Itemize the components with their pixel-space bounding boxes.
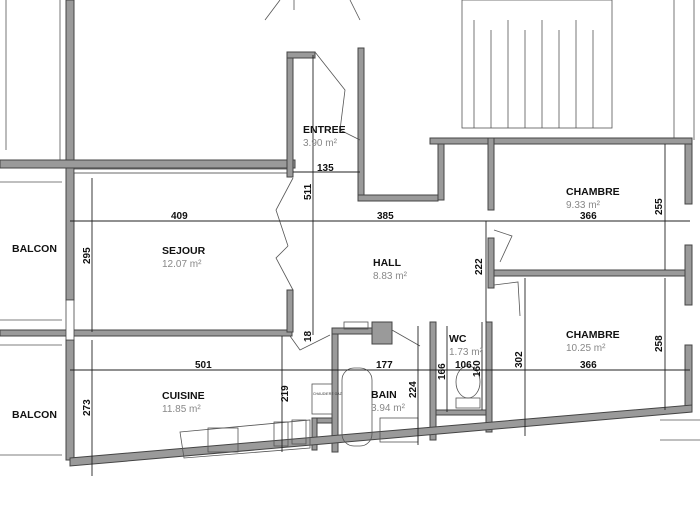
dim-135: 135 [317, 163, 334, 174]
room-cuisine-name: CUISINE [162, 390, 205, 402]
room-wc-name: WC [449, 333, 467, 345]
cooktop [273, 421, 289, 447]
bathtub [341, 367, 373, 447]
kitchen-counter [179, 419, 311, 459]
dim-18: 18 [303, 330, 314, 342]
boiler [311, 383, 333, 415]
room-bain-area: 3.94 m² [371, 403, 406, 414]
dim-177: 177 [376, 360, 393, 371]
room-entree-area: 3.90 m² [303, 138, 338, 149]
dim-366a: 366 [580, 211, 597, 222]
room-balcon1-name: BALCON [12, 243, 57, 255]
room-sejour-area: 12.07 m² [162, 259, 202, 270]
dim-295: 295 [82, 247, 93, 264]
room-chambre1-area: 9.33 m² [566, 200, 601, 211]
dim-409: 409 [171, 211, 188, 222]
room-entree-name: ENTREE [303, 124, 346, 136]
room-sejour-name: SEJOUR [162, 245, 206, 257]
room-wc-area: 1.73 m² [449, 347, 484, 358]
walls [0, 0, 693, 467]
dim-224: 224 [408, 381, 419, 398]
dim-160: 160 [472, 360, 483, 377]
room-cuisine-area: 11.85 m² [162, 404, 201, 415]
dim-366b: 366 [580, 360, 597, 371]
room-hall-name: HALL [373, 257, 402, 269]
room-chambre2-area: 10.25 m² [566, 343, 606, 354]
fixtures: CHAUDIERE GAZ [179, 321, 481, 459]
dim-255: 255 [654, 198, 665, 215]
dim-222: 222 [474, 258, 485, 275]
room-labels: ENTREE 3.90 m² SEJOUR 12.07 m² HALL 8.83… [12, 124, 620, 421]
dimension-lines [70, 55, 690, 476]
staircase [461, 0, 613, 129]
kitchen-sink [207, 427, 239, 453]
outer-lines [0, 0, 700, 456]
dim-106: 106 [455, 360, 472, 371]
dim-219: 219 [280, 385, 291, 402]
dim-385: 385 [377, 211, 394, 222]
doors [264, 0, 521, 351]
dimension-labels: 135 511 409 385 366 255 295 222 18 501 1… [82, 163, 665, 416]
boiler-label: CHAUDIERE GAZ [313, 392, 343, 396]
room-hall-area: 8.83 m² [373, 271, 408, 282]
dim-511: 511 [303, 183, 314, 200]
room-chambre2-name: CHAMBRE [566, 329, 620, 341]
dim-302: 302 [514, 351, 525, 368]
room-chambre1-name: CHAMBRE [566, 186, 620, 198]
dim-501: 501 [195, 360, 212, 371]
room-balcon2-name: BALCON [12, 409, 57, 421]
dim-258: 258 [654, 335, 665, 352]
room-bain-name: BAIN [371, 389, 397, 401]
dim-273: 273 [82, 399, 93, 416]
dim-166: 166 [437, 363, 448, 380]
